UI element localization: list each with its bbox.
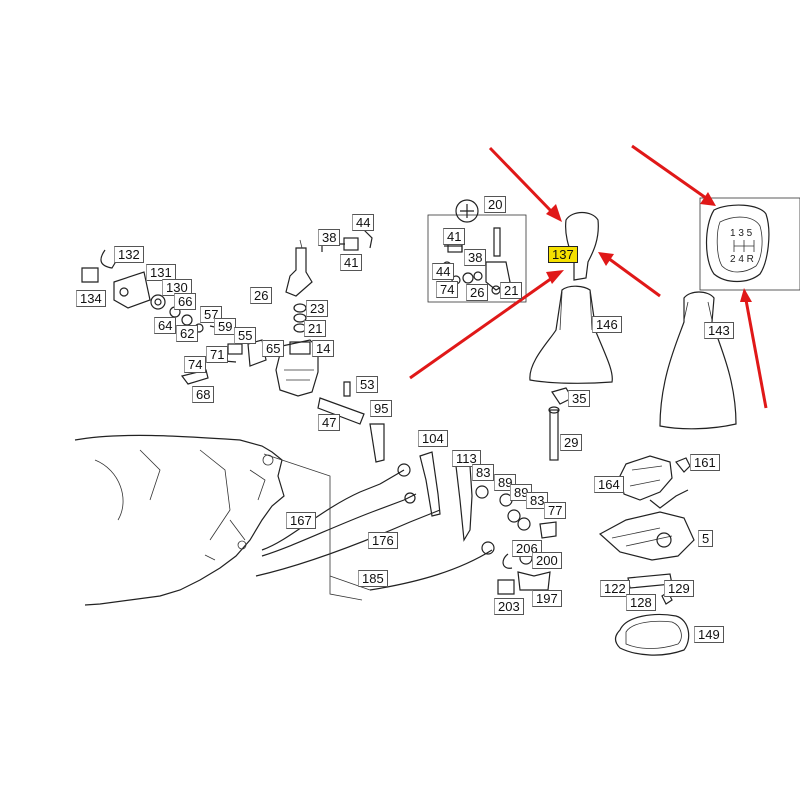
linkage-upper xyxy=(317,381,385,463)
part-label-129: 129 xyxy=(664,580,694,597)
shift-knob-137 xyxy=(565,211,599,281)
shift-rods xyxy=(255,453,495,601)
part-label-44: 44 xyxy=(352,214,375,231)
arrow-to-pattern-bottom xyxy=(744,299,768,409)
annotation-arrows xyxy=(409,144,768,409)
shift-pattern-box: 1 3 5 2 4 R xyxy=(699,197,800,291)
part-label-83-b: 83 xyxy=(526,492,549,509)
part-label-44-inset: 44 xyxy=(432,263,455,280)
arrowhead xyxy=(546,204,562,222)
part-label-38: 38 xyxy=(318,229,341,246)
arrowhead xyxy=(740,288,752,302)
part-label-35: 35 xyxy=(568,390,591,407)
part-label-26-inset: 26 xyxy=(466,284,489,301)
shift-boot-146 xyxy=(529,285,613,384)
shift-pattern-top: 1 3 5 xyxy=(730,228,753,239)
part-label-134: 134 xyxy=(76,290,106,307)
part-label-132: 132 xyxy=(114,246,144,263)
part-label-185: 185 xyxy=(358,570,388,587)
bracket-164 xyxy=(619,455,691,509)
part-label-64: 64 xyxy=(154,317,177,334)
part-label-71: 71 xyxy=(206,346,229,363)
part-label-113: 113 xyxy=(452,450,481,467)
part-label-167: 167 xyxy=(286,512,316,529)
shift-boot-143 xyxy=(659,291,737,430)
part-label-95: 95 xyxy=(370,400,393,417)
part-label-66: 66 xyxy=(174,293,197,310)
small-parts-lower xyxy=(497,551,551,595)
part-label-62: 62 xyxy=(176,325,199,342)
part-label-164: 164 xyxy=(594,476,624,493)
arrow-to-knob-side xyxy=(607,256,661,298)
part-label-21: 21 xyxy=(304,320,327,337)
part-label-23: 23 xyxy=(306,300,329,317)
part-label-38-inset: 38 xyxy=(464,249,487,266)
part-label-104: 104 xyxy=(418,430,448,447)
part-label-128: 128 xyxy=(626,594,656,611)
shift-pattern-bottom: 2 4 R xyxy=(730,254,754,265)
part-label-41: 41 xyxy=(340,254,363,271)
part-label-176: 176 xyxy=(368,532,398,549)
part-label-21-inset: 21 xyxy=(500,282,523,299)
transmission-housing xyxy=(74,434,285,606)
part-label-55: 55 xyxy=(234,327,257,344)
part-label-47: 47 xyxy=(318,414,341,431)
part-label-74-inset: 74 xyxy=(436,281,459,298)
part-label-149: 149 xyxy=(694,626,724,643)
part-label-200: 200 xyxy=(532,552,562,569)
arrow-to-knob-top xyxy=(488,146,554,214)
part-label-53: 53 xyxy=(356,376,379,393)
part-label-41-inset: 41 xyxy=(443,228,466,245)
arrowhead xyxy=(598,252,614,266)
base-plate-5 xyxy=(598,511,695,561)
part-label-14: 14 xyxy=(312,340,335,357)
arrowhead xyxy=(546,270,564,284)
part-label-122: 122 xyxy=(600,580,630,597)
shift-housing-14 xyxy=(275,339,319,397)
part-label-146: 146 xyxy=(592,316,622,333)
part-label-130: 130 xyxy=(162,279,192,296)
part-label-143: 143 xyxy=(704,322,734,339)
part-label-20: 20 xyxy=(484,196,507,213)
rod-29 xyxy=(548,387,573,461)
part-label-74: 74 xyxy=(184,356,207,373)
gasket-149 xyxy=(614,613,690,656)
part-label-5: 5 xyxy=(698,530,714,547)
part-label-68: 68 xyxy=(192,386,215,403)
part-label-137-highlight: 137 xyxy=(548,246,578,263)
part-label-77: 77 xyxy=(544,502,567,519)
part-label-197: 197 xyxy=(532,590,562,607)
arrowhead xyxy=(700,192,716,206)
arrow-to-pattern-box xyxy=(631,144,707,200)
shift-fork xyxy=(285,239,313,333)
part-label-161: 161 xyxy=(690,454,720,471)
arrow-to-knob-base xyxy=(409,276,553,380)
part-label-29: 29 xyxy=(560,434,583,451)
part-label-59: 59 xyxy=(214,318,237,335)
part-label-203: 203 xyxy=(494,598,524,615)
part-label-65: 65 xyxy=(262,340,285,357)
part-label-26: 26 xyxy=(250,287,273,304)
part-label-131: 131 xyxy=(146,264,176,281)
part-label-83: 83 xyxy=(472,464,495,481)
part-label-89-b: 89 xyxy=(510,484,533,501)
